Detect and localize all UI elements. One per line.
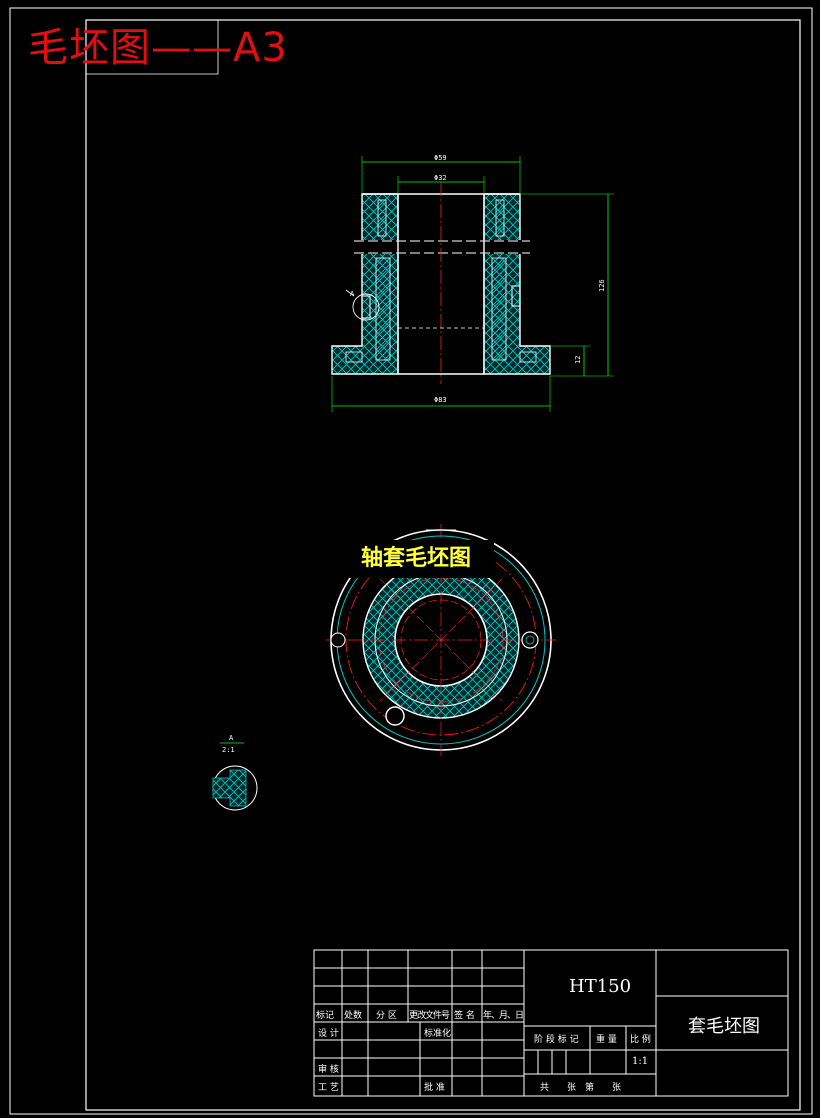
design-label: 设 计 — [318, 1029, 339, 1039]
header-zone: 分 区 — [376, 1011, 397, 1021]
header-signature: 签 名 — [454, 1011, 475, 1021]
sheet-title: 毛坯图——A3 — [28, 25, 288, 71]
review-label: 审 核 — [318, 1065, 339, 1075]
dimensions-front: Φ59 Φ32 126 12 Φ83 A — [331, 154, 614, 412]
weight-label: 重 量 — [596, 1035, 617, 1045]
section-marker: A — [350, 290, 355, 298]
process-label: 工 艺 — [318, 1083, 339, 1093]
dim-outer-top-dia: Φ59 — [434, 154, 447, 162]
scale-value: 1:1 — [632, 1056, 649, 1067]
dim-height: 126 — [598, 279, 606, 292]
title-block — [313, 949, 789, 1097]
standard-label: 标准化 — [424, 1029, 452, 1039]
approve-label: 批 准 — [424, 1083, 445, 1093]
header-date: 年、月、日 — [483, 1011, 524, 1021]
header-count: 处数 — [344, 1011, 363, 1021]
material-text: HT150 — [569, 976, 632, 997]
title-corner-box — [86, 20, 219, 75]
outer-border — [9, 7, 813, 1115]
scale-label: 比 例 — [630, 1035, 651, 1045]
detail-scale: 2:1 — [222, 746, 235, 754]
header-change-doc: 更改文件号 — [409, 1011, 450, 1021]
header-mark: 标记 — [316, 1011, 335, 1021]
part-label: 轴套毛坯图 — [338, 540, 494, 578]
sheets-label: 共 张 第 张 — [540, 1083, 622, 1093]
top-view — [326, 524, 556, 756]
drawing-name: 套毛坯图 — [688, 1016, 760, 1037]
detail-view-a: A 2:1 — [212, 734, 258, 811]
dim-flange-height: 12 — [574, 356, 582, 364]
inner-border — [85, 19, 801, 1111]
stage-mark-label: 阶 段 标 记 — [534, 1035, 579, 1045]
dim-inner-dia: Φ32 — [434, 174, 447, 182]
front-section-view — [331, 182, 551, 384]
detail-letter: A — [229, 734, 234, 742]
dim-flange-dia: Φ83 — [434, 396, 447, 404]
